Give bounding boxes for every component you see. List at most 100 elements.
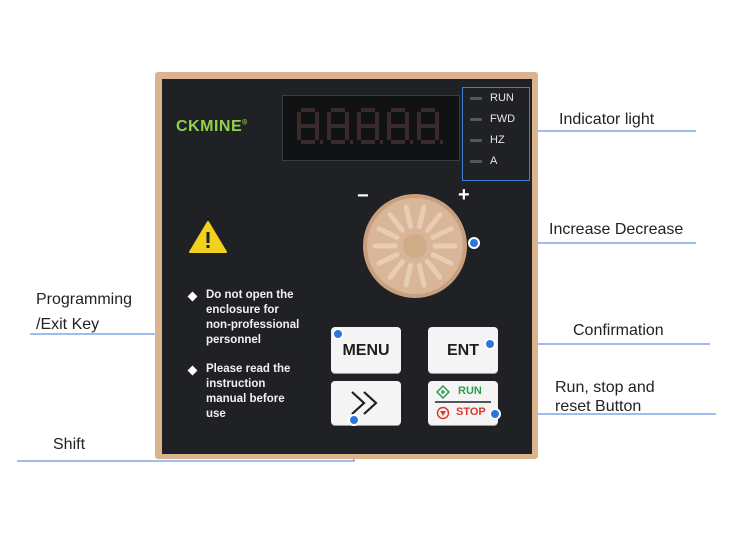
decrease-sign: − xyxy=(357,185,369,207)
knob-ridge xyxy=(376,226,400,240)
adjustment-dial[interactable] xyxy=(361,192,473,304)
ent-callout-dot xyxy=(484,338,496,350)
indicator-label: A xyxy=(490,155,498,167)
run-stop-divider xyxy=(435,401,491,403)
decimal-point xyxy=(440,140,443,144)
indicator-label: FWD xyxy=(490,113,516,125)
decimal-point xyxy=(320,140,323,144)
digit-segment xyxy=(421,124,435,128)
dial-callout-dot xyxy=(468,237,480,249)
digit-segment xyxy=(391,108,405,112)
indicator-hz: HZ xyxy=(470,133,505,147)
knob-ridge xyxy=(376,252,400,266)
indicator-label: RUN xyxy=(490,92,514,104)
decimal-point xyxy=(380,140,383,144)
callout-runstop-line2: reset Button xyxy=(555,398,642,415)
digit-segment xyxy=(357,112,361,126)
knob-ridge xyxy=(403,204,414,230)
note-line: instruction xyxy=(206,378,266,390)
decimal-point xyxy=(410,140,413,144)
menu-button-label: MENU xyxy=(342,342,390,359)
knob-ridge xyxy=(424,212,443,233)
digit-segment xyxy=(361,108,375,112)
digit-segment xyxy=(297,112,301,126)
digit-segment xyxy=(331,124,345,128)
callout-indicator-light: Indicator light xyxy=(559,111,655,128)
note-line: enclosure for xyxy=(206,304,279,316)
digit-segment xyxy=(417,126,421,140)
indicator-run: RUN xyxy=(470,91,514,105)
led-display xyxy=(282,95,460,161)
digit-segment xyxy=(405,126,409,140)
safety-note-enclosure: Do not open the enclosure for non-profes… xyxy=(206,288,299,348)
brand-name: CKMINE xyxy=(176,118,243,135)
ent-button[interactable]: ENT xyxy=(428,327,498,373)
shift-button[interactable] xyxy=(331,381,401,425)
brand-registered-mark: ® xyxy=(242,119,248,127)
led-icon xyxy=(470,96,482,100)
digit-segment xyxy=(315,126,319,140)
digit-segment xyxy=(301,140,315,144)
stop-circle-icon xyxy=(436,406,450,420)
digit-segment xyxy=(315,112,319,126)
digit-segment xyxy=(361,140,375,144)
digit-segment xyxy=(375,112,379,126)
digit-segment xyxy=(375,126,379,140)
shift-callout-dot xyxy=(348,414,360,426)
double-chevron-right-icon xyxy=(351,391,378,415)
digit-segment xyxy=(387,126,391,140)
knob-ridge xyxy=(416,262,427,288)
callout-programming-line2: /Exit Key xyxy=(36,316,100,333)
run-diamond-icon xyxy=(436,385,450,399)
indicator-a: A xyxy=(470,154,497,168)
note-line: manual before xyxy=(206,393,285,405)
digit-segment xyxy=(387,112,391,126)
increase-sign: + xyxy=(458,184,470,206)
led-icon xyxy=(470,138,482,142)
digit-segment xyxy=(391,124,405,128)
runstop-callout-dot xyxy=(489,408,501,420)
safety-note-manual: Please read the instruction manual befor… xyxy=(206,362,290,422)
note-line: Do not open the xyxy=(206,289,294,301)
menu-callout-dot xyxy=(332,328,344,340)
indicator-fwd: FWD xyxy=(470,112,515,126)
knob-ridge xyxy=(430,226,454,240)
digit-segment xyxy=(301,108,315,112)
led-icon xyxy=(470,117,482,121)
digit-segment xyxy=(435,112,439,126)
note-line: non-professional xyxy=(206,319,300,331)
callout-confirmation: Confirmation xyxy=(573,322,664,339)
digit-segment xyxy=(435,126,439,140)
seven-segment-digits xyxy=(297,108,443,144)
callout-increase-decrease: Increase Decrease xyxy=(549,221,684,238)
digit-segment xyxy=(327,126,331,140)
led-icon xyxy=(470,159,482,163)
knob-ridge xyxy=(424,259,443,280)
run-label: RUN xyxy=(458,385,482,397)
ent-button-label: ENT xyxy=(447,342,479,359)
callout-programming-line1: Programming xyxy=(36,291,133,308)
knob-ridge xyxy=(387,259,406,280)
digit-segment xyxy=(327,112,331,126)
run-stop-reset-button[interactable]: RUN STOP xyxy=(428,381,498,425)
digit-segment xyxy=(297,126,301,140)
decimal-point xyxy=(350,140,353,144)
digit-segment xyxy=(421,108,435,112)
note-line: Please read the xyxy=(206,363,291,375)
callout-shift: Shift xyxy=(53,436,86,453)
note-line: use xyxy=(206,408,226,420)
digit-segment xyxy=(361,124,375,128)
digit-segment xyxy=(421,140,435,144)
digit-segment xyxy=(331,108,345,112)
knob-ridge xyxy=(430,252,454,266)
digit-segment xyxy=(345,112,349,126)
digit-segment xyxy=(331,140,345,144)
stop-label: STOP xyxy=(456,406,486,418)
digit-segment xyxy=(345,126,349,140)
digit-segment xyxy=(301,124,315,128)
digit-segment xyxy=(391,140,405,144)
callout-runstop-line1: Run, stop and xyxy=(555,379,655,396)
knob-ridge xyxy=(387,212,406,233)
digit-segment xyxy=(357,126,361,140)
note-line: personnel xyxy=(206,334,261,346)
